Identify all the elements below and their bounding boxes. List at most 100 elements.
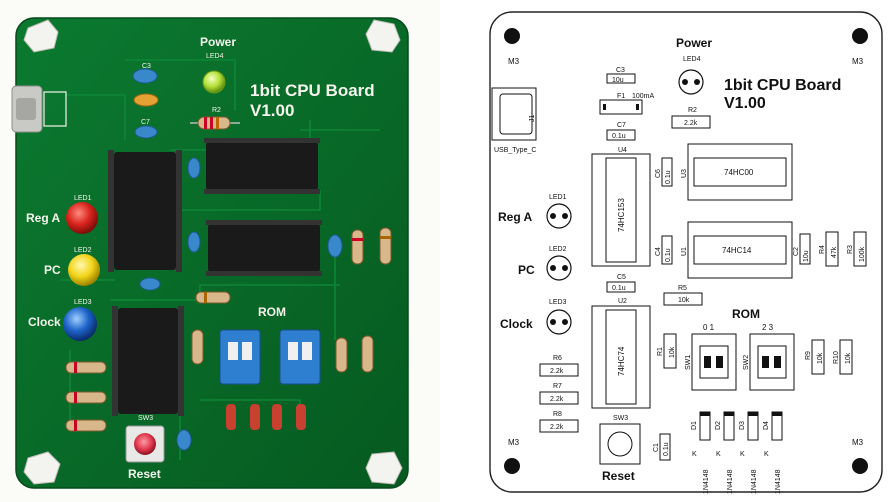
diodes-photo: [226, 404, 306, 430]
u1-ref: U1: [681, 247, 688, 256]
svg-text:K: K: [764, 451, 769, 458]
led1-photo-ref: LED1: [74, 195, 92, 202]
ic-u1-photo: [206, 220, 322, 276]
r1-footprint: [663, 333, 677, 369]
u3-ref: U3: [681, 169, 688, 178]
f1-value: 100mA: [632, 93, 655, 100]
usb-label: USB_Type_C: [494, 147, 536, 154]
led1-photo: [66, 202, 98, 234]
diode-d2: D2 K 1N4148: [715, 411, 735, 494]
diode-d1: D1 K 1N4148: [691, 411, 711, 494]
svg-text:SW1: SW1: [685, 355, 692, 370]
svg-text:K: K: [740, 451, 745, 458]
r2-value: 2.2k: [684, 120, 698, 127]
r9-r10-photo: [335, 335, 374, 373]
r6-value: 2.2k: [550, 368, 564, 375]
c4-ref: C4: [655, 247, 662, 256]
c5-value: 0.1u: [612, 285, 626, 292]
r10-value: 10k: [845, 352, 852, 364]
u1-footprint: U1 74HC14: [681, 221, 793, 279]
mounting-holes: M3 M3 M3 M3: [504, 28, 868, 474]
c3-photo-label: C3: [142, 63, 151, 70]
r7-footprint: [539, 391, 579, 405]
c4-value: 0.1u: [665, 248, 672, 262]
svg-text:K: K: [692, 451, 697, 458]
c2-ref: C2: [793, 247, 800, 256]
layout-title-line1: 1bit CPU Board: [724, 77, 841, 94]
u2-ref: U2: [618, 298, 627, 305]
sw3-footprint: [599, 423, 641, 465]
svg-text:1N4148: 1N4148: [703, 469, 710, 494]
c6-ref: C6: [655, 169, 662, 178]
layout-led2-label: PC: [518, 263, 535, 277]
led3-footprint: [546, 309, 572, 335]
layout-led-group: LED1 Reg A LED2 PC LED3 Clock: [498, 194, 572, 335]
layout-led1-label: Reg A: [498, 210, 533, 224]
r9-footprint: [811, 339, 825, 375]
r8-ref: R8: [553, 411, 562, 418]
c7-value: 0.1u: [612, 133, 626, 140]
c7-photo-label: C7: [141, 119, 150, 126]
ic-u4-photo: [108, 150, 182, 272]
r4-r3-photo: [351, 227, 392, 265]
led1-ref: LED1: [549, 194, 567, 201]
sw3-ref: SW3: [613, 415, 628, 422]
r2-photo: R2: [190, 107, 240, 130]
svg-text:SW2: SW2: [743, 355, 750, 370]
svg-text:R2: R2: [212, 107, 221, 114]
c5-photo: [139, 277, 161, 291]
u3-footprint: U3 74HC00: [681, 143, 793, 201]
photo-title-line2: V1.00: [250, 101, 294, 120]
ic-u3-photo: [204, 138, 320, 194]
led2-footprint: [546, 255, 572, 281]
svg-text:M3: M3: [852, 57, 864, 66]
photo-power-led-ref: LED4: [206, 53, 224, 60]
r1-ref: R1: [657, 347, 664, 356]
r9-value: 10k: [817, 352, 824, 364]
ic-u2-photo: [112, 306, 184, 416]
sw2-footprint: 2 3 SW2: [743, 323, 795, 391]
board-photo: 1bit CPU Board V1.00 Power LED4 C3 C7 R2: [0, 0, 440, 502]
r5-footprint: [663, 292, 703, 306]
r8-footprint: [539, 419, 579, 433]
svg-text:J1: J1: [529, 115, 536, 123]
photo-led2-label: PC: [44, 263, 61, 277]
photo-rom-label: ROM: [258, 305, 286, 319]
led-group-photo: LED1 Reg A LED2 PC LED3 Clock: [26, 195, 100, 341]
svg-text:1N4148: 1N4148: [775, 469, 782, 494]
reset-button-photo-cap: [134, 433, 156, 455]
svg-text:D4: D4: [763, 421, 770, 430]
diode-d4: D4 K 1N4148: [763, 411, 783, 494]
c6-photo: [187, 157, 201, 179]
u3-value: 74HC00: [724, 168, 754, 177]
led4-ref: LED4: [683, 56, 701, 63]
sw1-dip-photo: [219, 329, 261, 385]
r10-footprint: [839, 339, 853, 375]
power-led-photo: [202, 70, 226, 94]
led3-photo-ref: LED3: [74, 299, 92, 306]
c7-photo: [134, 125, 158, 139]
u2-value: 74HC74: [617, 346, 626, 376]
svg-text:M3: M3: [508, 438, 520, 447]
c1-footprint: [659, 433, 671, 461]
f1-photo: [133, 93, 159, 107]
c7-ref: C7: [617, 122, 626, 129]
c5-ref: C5: [617, 274, 626, 281]
svg-text:D3: D3: [739, 421, 746, 430]
svg-text:0 1: 0 1: [703, 323, 715, 332]
r5-value: 10k: [678, 297, 690, 304]
layout-reset-label: Reset: [602, 469, 635, 483]
r1-value: 10k: [669, 346, 676, 358]
c6-value: 0.1u: [665, 170, 672, 184]
c3-ref: C3: [616, 67, 625, 74]
r5-photo: [195, 291, 231, 304]
c4-footprint: [661, 235, 673, 265]
c3-photo: [132, 68, 158, 84]
photo-power-label: Power: [200, 35, 236, 49]
svg-text:D1: D1: [691, 421, 698, 430]
r8-value: 2.2k: [550, 424, 564, 431]
u1-value: 74HC14: [722, 246, 752, 255]
standoffs: [23, 19, 403, 485]
layout-led3-label: Clock: [500, 317, 533, 331]
